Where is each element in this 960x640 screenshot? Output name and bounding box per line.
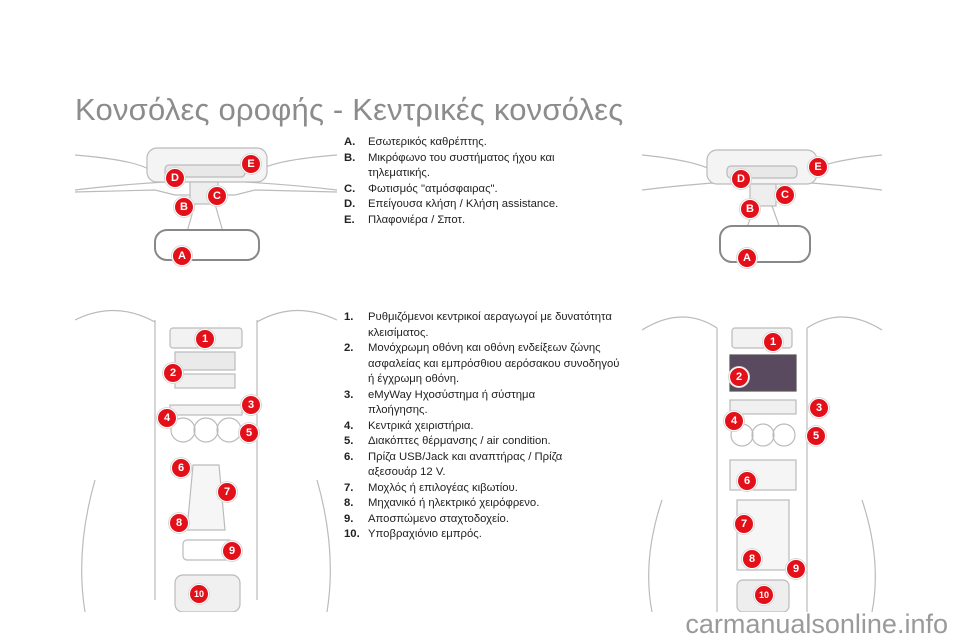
- callout-3: 3: [809, 398, 829, 418]
- callout-4: 4: [724, 411, 744, 431]
- legend-item-2: 2.Μονόχρωμη οθόνη και οθόνη ενδείξεων ζώ…: [344, 342, 620, 385]
- legend-item-c: C.Φωτισμός "ατμόσφαιρας".: [344, 182, 498, 195]
- callout-b: B: [740, 199, 760, 219]
- roof-console-legend: A.Εσωτερικός καθρέπτης. B.Μικρόφωνο του …: [344, 135, 638, 228]
- legend-item-7: 7.Μοχλός ή επιλογέας κιβωτίου.: [344, 481, 518, 494]
- legend-item-e: E.Πλαφονιέρα / Σποτ.: [344, 213, 466, 226]
- callout-9: 9: [786, 559, 806, 579]
- callout-c: C: [775, 185, 795, 205]
- callout-3: 3: [241, 395, 261, 415]
- callout-10: 10: [189, 584, 209, 604]
- center-console-legend: 1.Ρυθμιζόμενοι κεντρικοί αεραγωγοί με δυ…: [344, 310, 638, 543]
- legend-item-1: 1.Ρυθμιζόμενοι κεντρικοί αεραγωγοί με δυ…: [344, 311, 612, 339]
- roof-console-illustration-right: [642, 149, 882, 263]
- callout-c: C: [207, 186, 227, 206]
- center-console-illustration-right: [642, 316, 882, 612]
- callout-9: 9: [222, 541, 242, 561]
- callout-d: D: [731, 169, 751, 189]
- callout-5: 5: [239, 423, 259, 443]
- callout-5: 5: [806, 426, 826, 446]
- callout-7: 7: [734, 514, 754, 534]
- roof-console-illustration-left: [75, 147, 337, 261]
- callout-10: 10: [754, 585, 774, 605]
- legend-item-3: 3.eMyWay Ηχοσύστημα ή σύστημα πλοήγησης.: [344, 388, 536, 417]
- callout-2: 2: [163, 363, 183, 383]
- legend-item-6: 6.Πρίζα USB/Jack και αναπτήρας / Πρίζα α…: [344, 450, 563, 479]
- callout-d: D: [165, 168, 185, 188]
- callout-a: A: [172, 246, 192, 266]
- legend-item-5: 5.Διακόπτες θέρμανσης / air condition.: [344, 435, 551, 447]
- legend-item-4: 4.Κεντρικά χειριστήρια.: [344, 419, 474, 432]
- callout-e: E: [808, 157, 828, 177]
- callout-4: 4: [157, 408, 177, 428]
- callout-2: 2: [729, 367, 749, 387]
- callout-1: 1: [195, 329, 215, 349]
- legend-item-d: D.Επείγουσα κλήση / Κλήση assistance.: [344, 198, 559, 210]
- callout-8: 8: [742, 549, 762, 569]
- legend-item-a: A.Εσωτερικός καθρέπτης.: [344, 136, 487, 148]
- callout-7: 7: [217, 482, 237, 502]
- callout-8: 8: [169, 513, 189, 533]
- callout-6: 6: [737, 471, 757, 491]
- page-title: Κονσόλες οροφής - Κεντρικές κονσόλες: [75, 92, 624, 127]
- callout-1: 1: [763, 332, 783, 352]
- legend-item-10: 10.Υποβραχιόνιο εμπρός.: [344, 528, 482, 540]
- legend-item-8: 8.Μηχανικό ή ηλεκτρικό χειρόφρενο.: [344, 497, 540, 509]
- watermark: carmanualsonline.info: [685, 609, 948, 639]
- legend-item-b: B.Μικρόφωνο του συστήματος ήχου και τηλε…: [344, 151, 555, 180]
- callout-6: 6: [171, 458, 191, 478]
- legend-item-9: 9.Αποσπώμενο σταχτοδοχείο.: [344, 512, 509, 525]
- callout-b: B: [174, 197, 194, 217]
- callout-a: A: [737, 248, 757, 268]
- callout-e: E: [241, 154, 261, 174]
